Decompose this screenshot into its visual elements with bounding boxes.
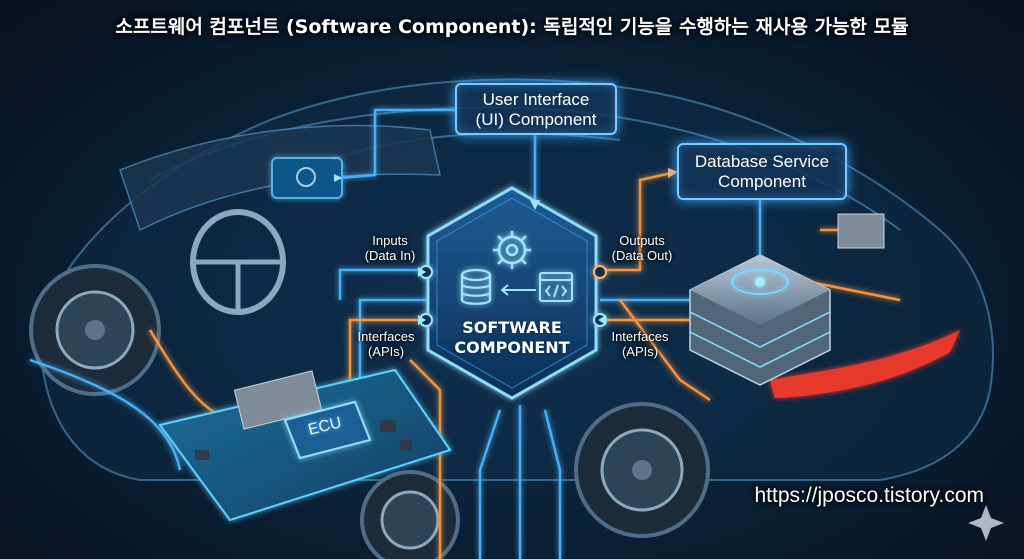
front-wheel xyxy=(31,266,159,394)
interfaces-left-label: Interfaces (APIs) xyxy=(346,329,426,359)
chip-module xyxy=(838,214,884,248)
software-component-label: SOFTWARE COMPONENT xyxy=(440,318,584,358)
outputs-label-line1: Outputs xyxy=(602,233,682,248)
lower-wheel xyxy=(362,472,458,559)
rear-wheel xyxy=(576,404,708,536)
watermark-url: https://jposco.tistory.com xyxy=(754,484,984,508)
inputs-label-line1: Inputs xyxy=(355,233,425,248)
interfaces-left-line2: (APIs) xyxy=(346,344,426,359)
database-component-box: Database Service Component xyxy=(677,143,847,200)
outputs-label-line2: (Data Out) xyxy=(602,248,682,263)
outputs-label: Outputs (Data Out) xyxy=(602,233,682,263)
interfaces-right-line2: (APIs) xyxy=(600,344,680,359)
interfaces-left-line1: Interfaces xyxy=(346,329,426,344)
page-title: 소프트웨어 컴포넌트 (Software Component): 독립적인 기능… xyxy=(0,12,1024,39)
inputs-label: Inputs (Data In) xyxy=(355,233,425,263)
ui-component-line1: User Interface xyxy=(457,90,615,110)
ui-component-line2: (UI) Component xyxy=(457,110,615,130)
ui-component-box: User Interface (UI) Component xyxy=(455,83,617,135)
database-component-line1: Database Service xyxy=(679,152,845,172)
sparkle-icon xyxy=(968,505,1004,541)
interfaces-right-label: Interfaces (APIs) xyxy=(600,329,680,359)
software-component-line1: SOFTWARE xyxy=(440,318,584,338)
interfaces-right-line1: Interfaces xyxy=(600,329,680,344)
inputs-label-line2: (Data In) xyxy=(355,248,425,263)
database-component-line2: Component xyxy=(679,172,845,192)
software-component-line2: COMPONENT xyxy=(440,338,584,358)
